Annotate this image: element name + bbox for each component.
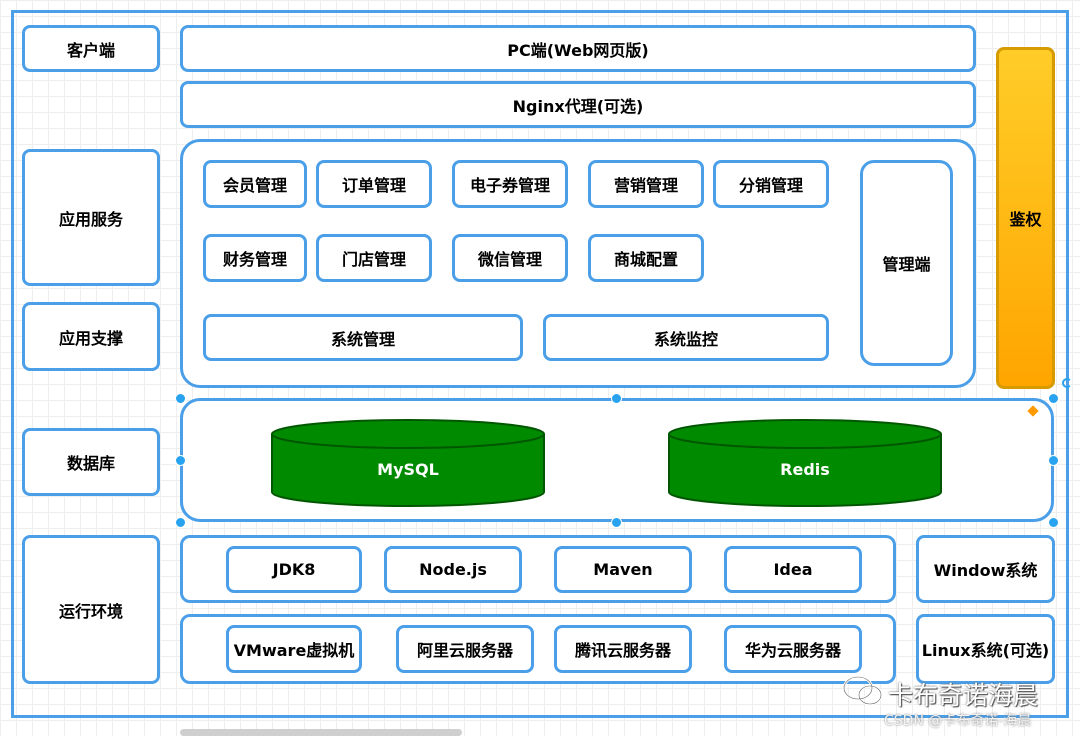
resize-handle-bottom-right[interactable] bbox=[1048, 517, 1059, 528]
mysql-label: MySQL bbox=[377, 460, 439, 479]
horizontal-scrollbar[interactable] bbox=[180, 729, 462, 736]
resize-handle-left[interactable] bbox=[175, 455, 186, 466]
database-cylinder-icon bbox=[668, 419, 942, 507]
module-wechat[interactable]: 微信管理 bbox=[452, 234, 568, 282]
runtime-maven[interactable]: Maven bbox=[554, 546, 692, 593]
os-windows[interactable]: Window系统 bbox=[916, 535, 1055, 603]
layer-database[interactable]: 数据库 bbox=[22, 428, 160, 496]
resize-handle-bottom-left[interactable] bbox=[175, 517, 186, 528]
watermark-brand: 卡布奇诺海晨 bbox=[888, 681, 1039, 710]
module-distribution[interactable]: 分销管理 bbox=[713, 160, 829, 208]
resize-handle-bottom[interactable] bbox=[611, 517, 622, 528]
module-mall-config[interactable]: 商城配置 bbox=[588, 234, 704, 282]
runtime-tencent[interactable]: 腾讯云服务器 bbox=[554, 625, 692, 673]
module-marketing[interactable]: 营销管理 bbox=[588, 160, 704, 208]
module-order[interactable]: 订单管理 bbox=[316, 160, 432, 208]
module-member[interactable]: 会员管理 bbox=[203, 160, 307, 208]
layer-client[interactable]: 客户端 bbox=[22, 25, 160, 72]
layer-app-service[interactable]: 应用服务 bbox=[22, 149, 160, 286]
module-admin[interactable]: 管理端 bbox=[860, 160, 953, 366]
runtime-idea[interactable]: Idea bbox=[724, 546, 862, 593]
redis-label: Redis bbox=[780, 460, 830, 479]
module-system-manage[interactable]: 系统管理 bbox=[203, 314, 523, 361]
resize-handle-top-right[interactable] bbox=[1048, 393, 1059, 404]
runtime-vmware[interactable]: VMware虚拟机 bbox=[226, 625, 362, 673]
module-coupon[interactable]: 电子券管理 bbox=[452, 160, 568, 208]
database-cylinder-icon bbox=[271, 419, 545, 507]
watermark-csdn: CSDN @卡布奇诺-海晨 bbox=[884, 713, 1032, 729]
rotate-handle-icon[interactable] bbox=[1062, 378, 1072, 388]
resize-handle-top-left[interactable] bbox=[175, 393, 186, 404]
module-system-monitor[interactable]: 系统监控 bbox=[543, 314, 829, 361]
module-store[interactable]: 门店管理 bbox=[316, 234, 432, 282]
runtime-node[interactable]: Node.js bbox=[384, 546, 522, 593]
nginx-proxy-box[interactable]: Nginx代理(可选) bbox=[180, 81, 976, 128]
runtime-huawei[interactable]: 华为云服务器 bbox=[724, 625, 862, 673]
layer-runtime[interactable]: 运行环境 bbox=[22, 535, 160, 684]
runtime-jdk[interactable]: JDK8 bbox=[226, 546, 362, 593]
pc-client-box[interactable]: PC端(Web网页版) bbox=[180, 25, 976, 72]
os-linux[interactable]: Linux系统(可选) bbox=[916, 614, 1055, 684]
resize-handle-right[interactable] bbox=[1048, 455, 1059, 466]
wechat-logo-icon bbox=[842, 674, 884, 712]
mysql-cylinder[interactable]: MySQL bbox=[270, 418, 546, 508]
redis-cylinder[interactable]: Redis bbox=[667, 418, 943, 508]
layer-app-support[interactable]: 应用支撑 bbox=[22, 302, 160, 371]
diagram-frame bbox=[11, 10, 1069, 718]
resize-handle-top[interactable] bbox=[611, 393, 622, 404]
runtime-aliyun[interactable]: 阿里云服务器 bbox=[396, 625, 534, 673]
module-finance[interactable]: 财务管理 bbox=[203, 234, 307, 282]
auth-box[interactable]: 鉴权 bbox=[996, 47, 1055, 389]
